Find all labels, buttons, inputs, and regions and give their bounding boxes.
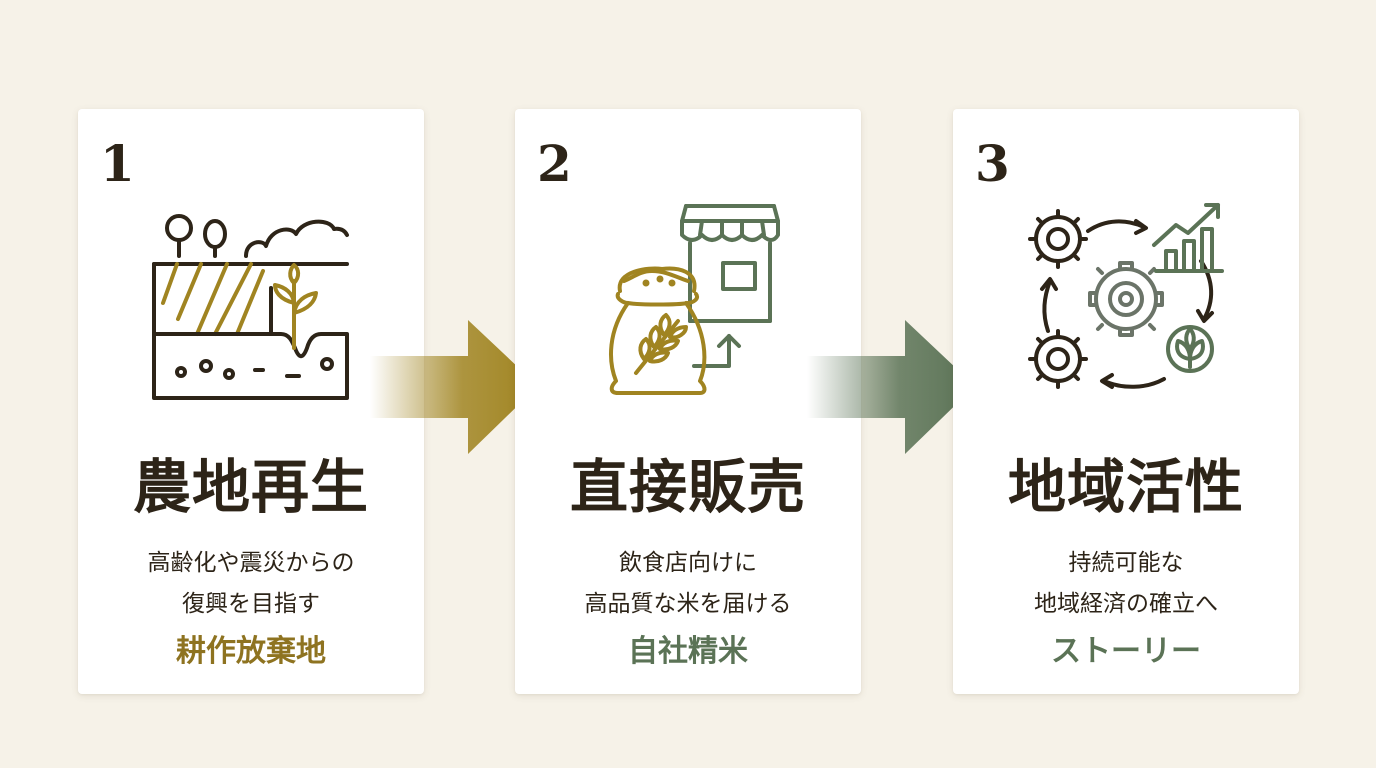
rice-bag-shop-icon bbox=[609, 204, 780, 395]
gears-growth-icon bbox=[1028, 203, 1224, 389]
card-tag: 耕作放棄地 bbox=[176, 634, 326, 669]
step-card-1: 1 bbox=[78, 109, 424, 694]
card-title: 地域活性 bbox=[1007, 453, 1244, 521]
step-card-3: 3 bbox=[953, 109, 1299, 694]
description-line-1: 飲食店向けに bbox=[619, 550, 757, 576]
description-line-2: 復興を目指す bbox=[182, 591, 320, 617]
arrow-right-icon bbox=[807, 320, 975, 454]
step-number: 2 bbox=[537, 134, 572, 193]
card-title: 直接販売 bbox=[569, 453, 806, 521]
description-line-1: 高齢化や震災からの bbox=[147, 550, 355, 576]
step-number: 1 bbox=[100, 134, 135, 193]
arrow-right-icon bbox=[370, 320, 538, 454]
description-line-2: 高品質な米を届ける bbox=[584, 591, 792, 617]
description-line-2: 地域経済の確立へ bbox=[1034, 591, 1218, 617]
card-description: 高齢化や震災からの 復興を目指す bbox=[78, 543, 424, 625]
step-number: 3 bbox=[975, 134, 1010, 193]
description-line-1: 持続可能な bbox=[1068, 550, 1184, 576]
card-description: 飲食店向けに 高品質な米を届ける bbox=[515, 543, 861, 625]
step-card-2: 2 bbox=[515, 109, 861, 694]
card-title: 農地再生 bbox=[132, 453, 369, 521]
farmland-icon bbox=[152, 214, 349, 400]
card-tag: ストーリー bbox=[1051, 634, 1201, 669]
card-description: 持続可能な 地域経済の確立へ bbox=[953, 543, 1299, 625]
card-tag: 自社精米 bbox=[628, 634, 748, 669]
